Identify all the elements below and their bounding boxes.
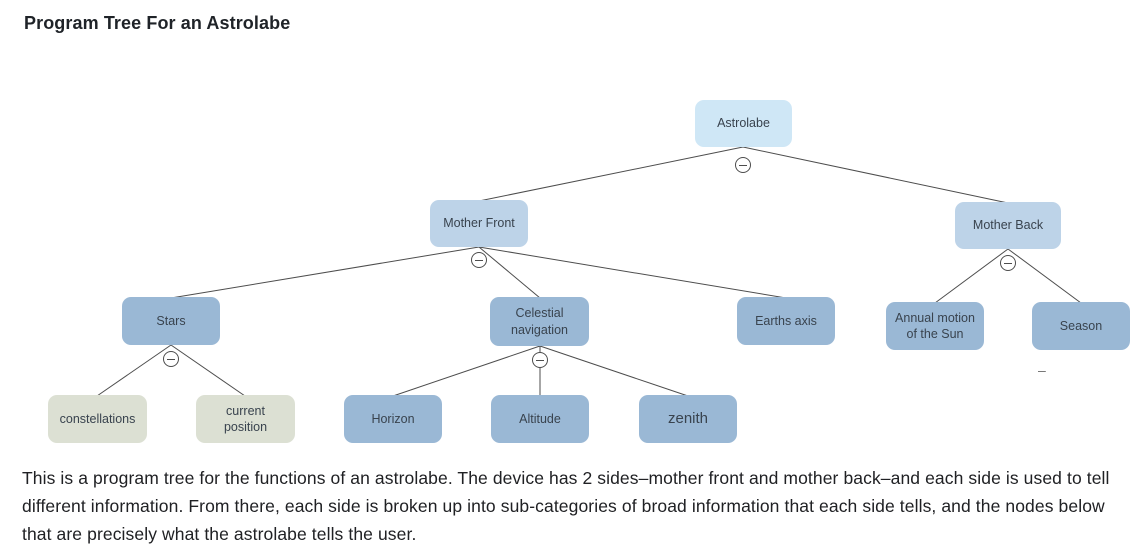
node-astrolabe[interactable]: Astrolabe (695, 100, 792, 147)
node-label: Mother Front (443, 216, 515, 231)
collapse-button-mother-back[interactable] (1000, 255, 1016, 271)
node-label: zenith (667, 410, 709, 428)
collapse-button-stars[interactable] (163, 351, 179, 367)
node-label: current position (223, 403, 268, 434)
node-earths-axis[interactable]: Earths axis (737, 297, 835, 345)
stray-dash: – (1038, 362, 1046, 378)
description-paragraph: This is a program tree for the functions… (22, 468, 1110, 544)
node-season[interactable]: Season (1032, 302, 1130, 350)
minus-icon (536, 359, 544, 361)
node-mother-front[interactable]: Mother Front (430, 200, 528, 247)
node-mother-back[interactable]: Mother Back (955, 202, 1061, 249)
node-stars[interactable]: Stars (122, 297, 220, 345)
collapse-button-celestial-navigation[interactable] (532, 352, 548, 368)
node-current-position[interactable]: current position (196, 395, 295, 443)
collapse-button-astrolabe[interactable] (735, 157, 751, 173)
node-label: Season (1059, 318, 1103, 333)
node-celestial-navigation[interactable]: Celestial navigation (490, 297, 589, 346)
minus-icon (1004, 262, 1012, 264)
node-altitude[interactable]: Altitude (491, 395, 589, 443)
node-label: constellations (59, 411, 136, 426)
page-title: Program Tree For an Astrolabe (24, 13, 291, 33)
node-label: Celestial navigation (511, 306, 568, 337)
node-label: Mother Back (972, 218, 1044, 233)
node-horizon[interactable]: Horizon (344, 395, 442, 443)
node-constellations[interactable]: constellations (48, 395, 147, 443)
node-label: Stars (156, 313, 186, 328)
minus-icon (167, 358, 175, 360)
node-zenith[interactable]: zenith (639, 395, 737, 443)
node-label: Earths axis (755, 313, 817, 328)
node-label: Annual motion of the Sun (895, 310, 975, 341)
node-label: Altitude (519, 411, 561, 426)
minus-icon (475, 259, 483, 261)
node-annual-motion[interactable]: Annual motion of the Sun (886, 302, 984, 350)
collapse-button-mother-front[interactable] (471, 252, 487, 268)
node-label: Horizon (371, 411, 415, 426)
node-label: Astrolabe (717, 116, 770, 131)
tree-diagram: Astrolabe Mother Front Mother Back Stars… (0, 34, 1148, 458)
minus-icon (739, 164, 747, 166)
